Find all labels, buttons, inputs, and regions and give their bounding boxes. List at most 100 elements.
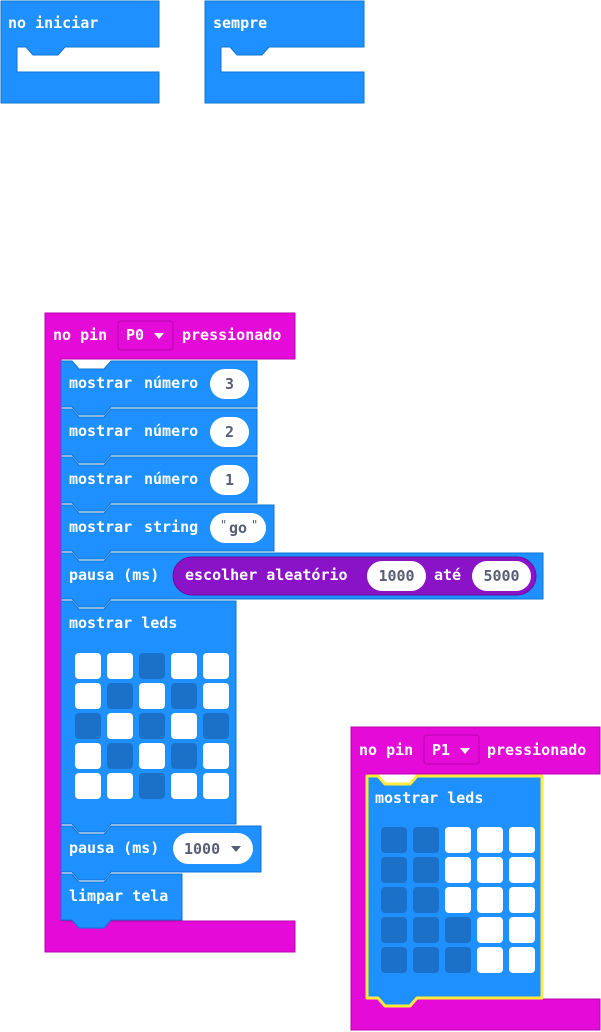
show-number-label-1: mostrar [69,374,132,392]
pin-p1-value: P1 [432,741,450,759]
led-on[interactable] [203,743,229,769]
led-on[interactable] [75,743,101,769]
led-off[interactable] [381,947,407,973]
show-number-label-2: número [144,422,198,440]
led-off[interactable] [381,917,407,943]
show-number-label-2: número [144,374,198,392]
random-to-label: até [434,566,461,584]
number-input-value: 2 [225,423,234,441]
show-leds-label: mostrar leds [69,614,177,632]
pause-label: pausa (ms) [69,566,159,584]
forever-label: sempre [213,14,267,32]
led-on[interactable] [107,773,133,799]
led-on[interactable] [171,713,197,739]
forever-block[interactable]: sempre [204,0,365,104]
led-off[interactable] [139,773,165,799]
clear-screen-label: limpar tela [69,887,168,905]
open-quote-icon: " [220,518,227,532]
show-leds-label: mostrar leds [375,789,483,807]
pin-p0-value: P0 [126,326,144,344]
led-off[interactable] [107,683,133,709]
pin-p0-pressed-event[interactable]: no pin P0 pressionado [44,312,296,953]
random-to-value: 5000 [483,567,519,585]
pause-random-block[interactable]: pausa (ms) escolher aleatório 1000 até 5… [60,552,544,608]
led-off[interactable] [413,947,439,973]
led-off[interactable] [413,887,439,913]
led-off[interactable] [75,713,101,739]
pin-p1-dropdown[interactable]: P1 [423,734,480,765]
led-off[interactable] [139,653,165,679]
led-on[interactable] [75,773,101,799]
led-off[interactable] [445,947,471,973]
pin-p1-pressed-event[interactable]: no pin P1 pressionado [350,726,601,1031]
led-on[interactable] [509,917,535,943]
led-on[interactable] [107,653,133,679]
led-off[interactable] [139,713,165,739]
led-on[interactable] [203,653,229,679]
led-on[interactable] [445,827,471,853]
led-on[interactable] [203,683,229,709]
led-on[interactable] [107,713,133,739]
random-from-input[interactable] [367,561,426,591]
pause-duration-value: 1000 [184,840,220,858]
pick-random-block[interactable]: escolher aleatório 1000 até 5000 [172,556,537,596]
led-on[interactable] [445,857,471,883]
show-leds-block-selected[interactable]: mostrar leds [365,774,544,1008]
on-start-block[interactable]: no iniciar [0,0,160,104]
led-on[interactable] [477,887,503,913]
led-on[interactable] [445,887,471,913]
chevron-down-icon [231,846,241,852]
pause-block[interactable]: pausa (ms) 1000 [60,825,262,881]
led-off[interactable] [413,917,439,943]
show-string-label-2: string [144,518,198,536]
number-input-value: 3 [225,375,234,393]
clear-screen-block[interactable]: limpar tela [60,873,183,929]
show-number-block-3[interactable]: mostrar número 3 [60,360,258,416]
pin-p1-prefix: no pin [359,741,413,759]
led-on[interactable] [139,743,165,769]
led-on[interactable] [75,653,101,679]
led-on[interactable] [509,887,535,913]
close-quote-icon: " [251,518,258,532]
string-input[interactable] [210,513,266,543]
led-on[interactable] [509,827,535,853]
number-input[interactable] [210,369,249,399]
led-off[interactable] [445,917,471,943]
led-on[interactable] [171,773,197,799]
led-off[interactable] [381,857,407,883]
show-number-block-1[interactable]: mostrar número 1 [60,456,258,512]
pin-p0-suffix: pressionado [182,326,281,344]
led-off[interactable] [203,713,229,739]
led-off[interactable] [381,887,407,913]
number-input[interactable] [210,417,249,447]
led-on[interactable] [477,917,503,943]
led-grid[interactable] [75,653,229,799]
show-string-block[interactable]: mostrar string " go " [60,504,275,560]
led-off[interactable] [413,857,439,883]
pick-random-label: escolher aleatório [185,566,348,584]
led-grid[interactable] [381,827,535,973]
led-on[interactable] [75,683,101,709]
led-off[interactable] [171,743,197,769]
number-input[interactable] [210,465,249,495]
led-on[interactable] [477,857,503,883]
led-on[interactable] [203,773,229,799]
led-off[interactable] [381,827,407,853]
pause-duration-dropdown[interactable]: 1000 [173,833,253,864]
chevron-down-icon [154,333,164,339]
led-on[interactable] [139,683,165,709]
led-off[interactable] [171,683,197,709]
pin-p0-dropdown[interactable]: P0 [117,320,174,351]
led-on[interactable] [171,653,197,679]
show-leds-block[interactable]: mostrar leds [60,600,237,833]
number-input-value: 1 [225,471,234,489]
random-to-input[interactable] [472,561,531,591]
led-off[interactable] [413,827,439,853]
led-off[interactable] [107,743,133,769]
led-on[interactable] [477,827,503,853]
show-number-block-2[interactable]: mostrar número 2 [60,408,258,464]
led-on[interactable] [509,857,535,883]
led-on[interactable] [509,947,535,973]
led-on[interactable] [477,947,503,973]
